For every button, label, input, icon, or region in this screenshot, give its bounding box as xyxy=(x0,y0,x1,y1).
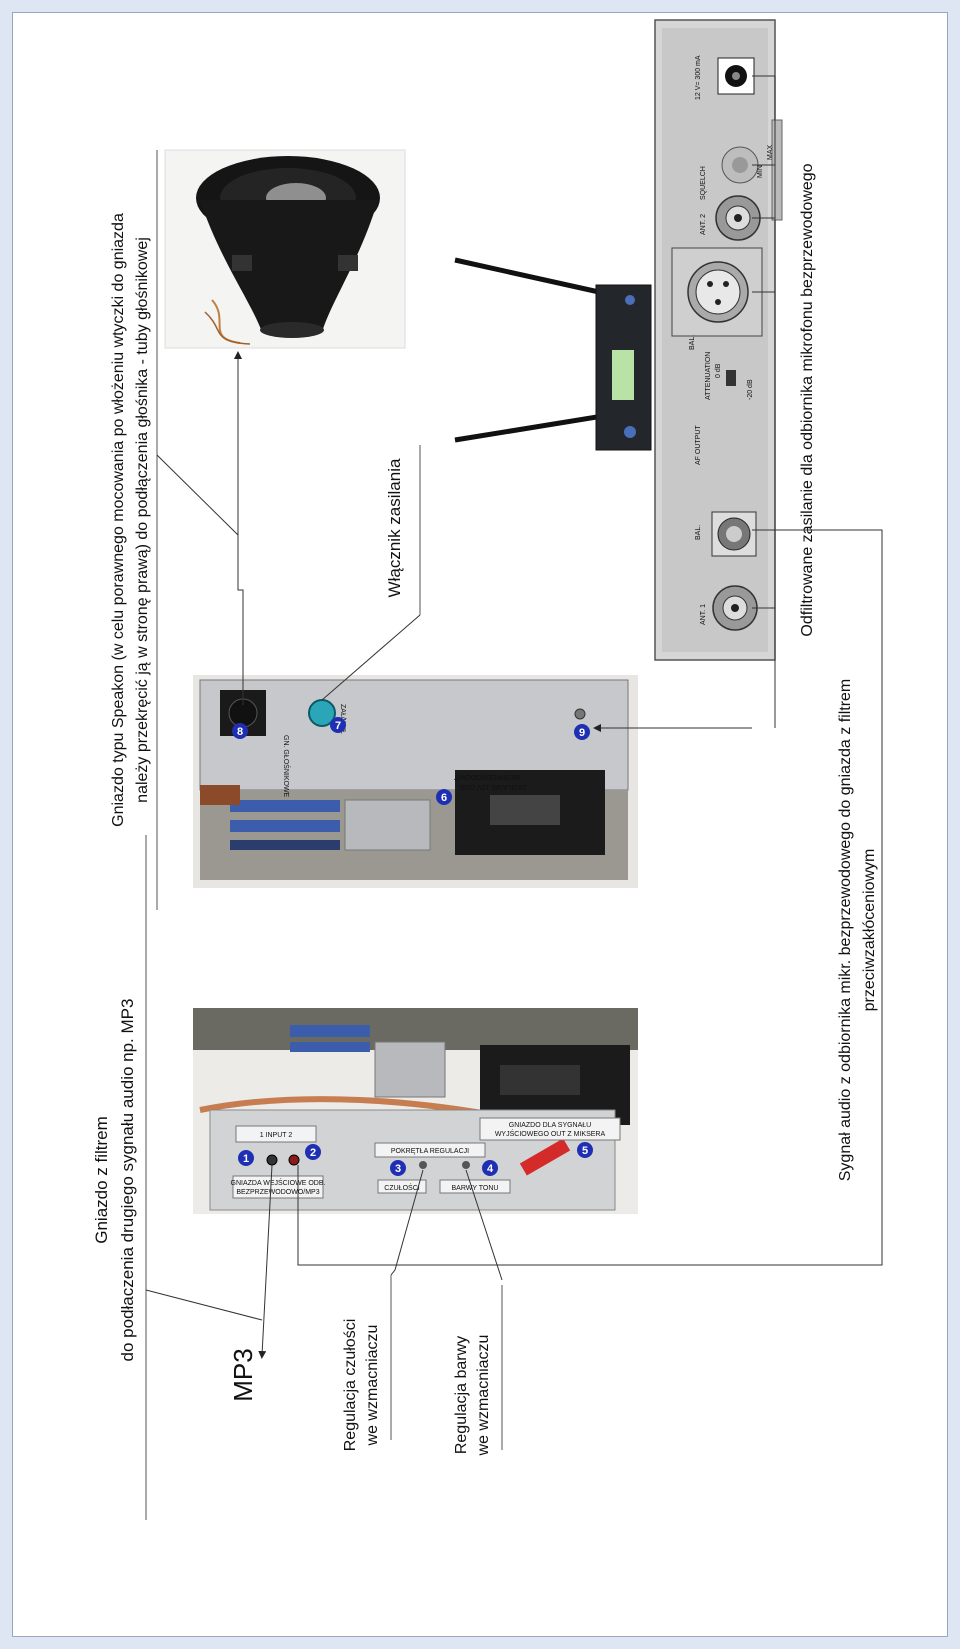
connector-lines xyxy=(145,75,883,1359)
pokretla-label: POKRĘTŁA REGULACJI xyxy=(391,1148,469,1155)
squelch-label: SQUELCH xyxy=(700,166,707,200)
label-reg-barwy-1: Regulacja barwy xyxy=(453,1336,470,1454)
gniazdo-dla-label: GNIAZDO DLA SYGNAŁU xyxy=(509,1122,591,1129)
marker-4-text: 4 xyxy=(487,1163,494,1175)
receiver-back-panel: 12 V= 300 mA SQUELCH MIN MAX ANT. 2 BAL.… xyxy=(654,19,783,661)
att-20db-label: -20 dB xyxy=(747,379,754,400)
label-speakon-1: Gniazdo typu Speakon (w celu porawnego m… xyxy=(110,213,127,827)
horn-speaker-photo xyxy=(164,149,406,349)
marker-9: 9 xyxy=(574,724,590,740)
label-reg-barwy-2: we wzmacniaczu xyxy=(475,1335,492,1457)
label-wlacznik: Włącznik zasilania xyxy=(385,458,404,597)
marker-3-text: 3 xyxy=(395,1163,401,1175)
ant2-label: ANT. 2 xyxy=(700,214,707,235)
marker-2-text: 2 xyxy=(310,1147,316,1159)
marker-8: 8 xyxy=(232,723,248,739)
marker-3: 3 xyxy=(390,1160,406,1176)
label-sygnal-audio-2: przeciwzakłóceniowym xyxy=(861,849,878,1012)
marker-1-text: 1 xyxy=(243,1153,249,1165)
barwy-tonu-label: BARWY TONU xyxy=(452,1185,499,1192)
marker-2: 2 xyxy=(305,1144,321,1160)
att-0db-label: 0 dB xyxy=(715,363,722,378)
gniazda-wej-label: GNIAZDA WEJŚCIOWE ODB. xyxy=(231,1178,326,1187)
zasilanie-label: ZASILANIE 12V ODB. xyxy=(458,783,527,790)
marker-5: 5 xyxy=(577,1142,593,1158)
attenuation-label: ATTENUATION xyxy=(705,352,712,400)
marker-6-text: 6 xyxy=(441,792,447,804)
label-mp3: MP3 xyxy=(228,1348,258,1401)
bezprzewodowy-label: BEZPRZEWODOWY xyxy=(454,773,520,780)
wyjsciowego-label: WYJŚCIOWEGO OUT Z MIKSERA xyxy=(495,1129,606,1138)
amplifier-box-top-photo: GN. GŁOŚNIKOWE ZAŁ/WYŁ ZASILANIE 12V ODB… xyxy=(193,675,638,888)
marker-8-text: 8 xyxy=(237,726,243,738)
marker-4: 4 xyxy=(482,1160,498,1176)
marker-9-text: 9 xyxy=(579,727,585,739)
squelch-min-label: MIN xyxy=(757,165,764,178)
af-output-label: AF OUTPUT xyxy=(695,425,702,465)
label-reg-czulosci-1: Regulacja czułości xyxy=(342,1319,359,1452)
marker-1: 1 xyxy=(238,1150,254,1166)
czulosci-label: CZUŁOŚCI xyxy=(384,1183,419,1192)
input-label: 1 INPUT 2 xyxy=(260,1132,293,1139)
label-speakon-2: należy przekręcić ją w stronę prawą) do … xyxy=(134,237,151,803)
label-gniazdo-filtr-1: Gniazdo z filtrem xyxy=(92,1116,111,1244)
label-reg-czulosci-2: we wzmacniaczu xyxy=(364,1325,381,1447)
label-gniazdo-filtr-2: do podłaczenia drugiego sygnału audio np… xyxy=(118,999,137,1362)
gn-glosnikowe-label: GN. GŁOŚNIKOWE xyxy=(282,735,291,798)
wireless-receiver-photo xyxy=(454,257,652,451)
ant1-label: ANT. 1 xyxy=(700,604,707,625)
marker-5-text: 5 xyxy=(582,1145,588,1157)
marker-7-text: 7 xyxy=(335,720,341,732)
marker-7: 7 xyxy=(330,717,346,733)
marker-6: 6 xyxy=(436,789,452,805)
squelch-max-label: MAX xyxy=(767,145,774,161)
power-spec-label: 12 V= 300 mA xyxy=(695,55,702,100)
label-odfiltrowane: Odfiltrowane zasilanie dla odbiornika mi… xyxy=(799,163,816,636)
amplifier-box-front-photo: 1 INPUT 2 GNIAZDA WEJŚCIOWE ODB. BEZPRZE… xyxy=(193,1008,638,1214)
bal-label-xlr: BAL. xyxy=(689,335,696,350)
bezprzewodowo-label: BEZPRZEWODOWO/MP3 xyxy=(236,1189,319,1196)
bal-label-jack: BAL. xyxy=(695,525,702,540)
label-sygnal-audio-1: Sygnał audio z odbiornika mikr. bezprzew… xyxy=(837,679,854,1182)
